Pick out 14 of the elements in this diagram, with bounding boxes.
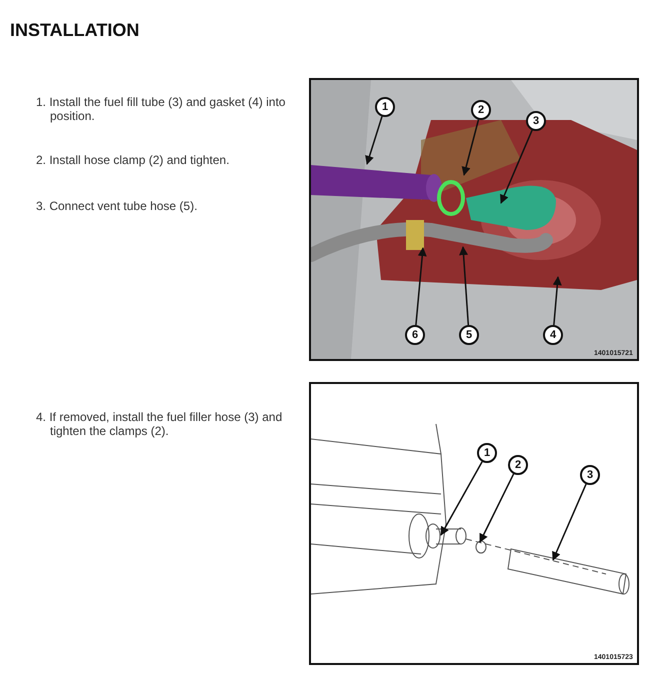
leader-line [440, 461, 483, 536]
instruction-step: 2. Install hose clamp (2) and tighten. [36, 153, 295, 167]
section-heading: INSTALLATION [10, 20, 140, 41]
instruction-step: 3. Connect vent tube hose (5). [36, 199, 295, 213]
leader-line [415, 247, 427, 326]
leader-line [479, 474, 514, 543]
instruction-step: 4. If removed, install the fuel filler hose (3) and tighten the clamps (2). [36, 410, 295, 438]
instruction-step: 1. Install the fuel fill tube (3) and gasket (4) into position. [36, 95, 295, 123]
leader-line [365, 116, 383, 165]
leader-line [552, 484, 587, 561]
leader-line [462, 119, 480, 176]
leader-line [500, 130, 533, 204]
leader-line [552, 276, 562, 326]
leader-line [459, 246, 470, 326]
